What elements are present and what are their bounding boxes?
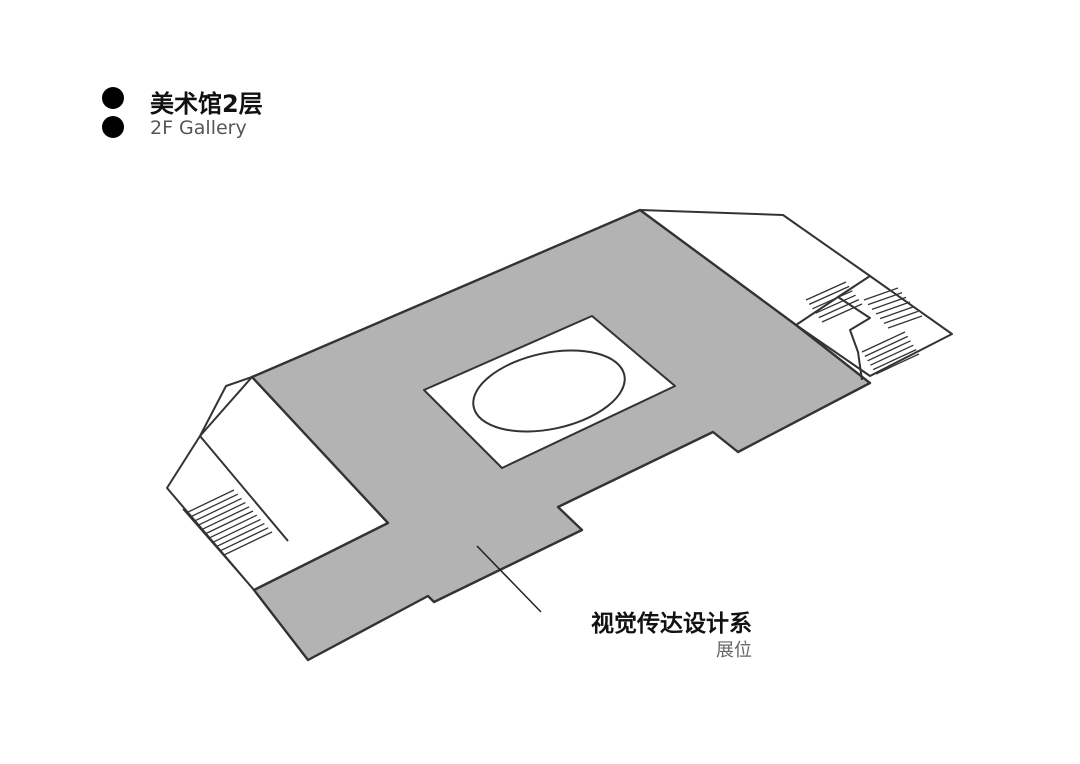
stair-tread — [861, 331, 906, 353]
zone-callout-line — [476, 545, 542, 613]
west-wing-wall-2 — [182, 508, 255, 591]
stair-tread — [872, 349, 917, 371]
stair-tread — [808, 285, 850, 305]
stair-tread — [204, 510, 254, 535]
stair-tread — [208, 514, 258, 539]
legend-dot-icon-secondary — [102, 116, 124, 138]
stair-tread — [223, 531, 273, 556]
stair-tread — [867, 340, 911, 362]
stair-tread — [212, 518, 261, 543]
stair-tread — [216, 523, 265, 548]
stair-tread — [185, 489, 235, 514]
west-staircase — [185, 489, 273, 556]
stair-tread — [875, 353, 920, 375]
stair-tread — [864, 335, 909, 357]
stair-tread — [815, 294, 856, 314]
stair-tread — [189, 493, 239, 518]
stair-tread — [863, 287, 899, 301]
floor-subtitle: 2F Gallery — [150, 117, 247, 139]
west-wing-divider — [199, 376, 253, 437]
zone-name-label[interactable]: 视觉传达设计系 — [591, 611, 752, 637]
stair-tread — [867, 292, 903, 306]
east-staircase-upper — [805, 281, 923, 329]
east-wing-inner-wall — [837, 275, 871, 298]
stair-tread — [879, 306, 915, 320]
stair-tread — [818, 299, 860, 319]
stair-tread — [812, 290, 853, 310]
stair-tread — [805, 281, 847, 301]
atrium-oval — [472, 349, 626, 433]
stair-tread — [871, 296, 907, 310]
legend-dot-icon — [102, 87, 124, 109]
zone-sublabel: 展位 — [716, 640, 752, 661]
central-atrium — [423, 315, 676, 469]
floor-title: 美术馆2层 — [150, 90, 263, 118]
stair-tread — [193, 497, 242, 522]
stair-tread — [875, 301, 911, 315]
west-wing-wall — [199, 435, 289, 542]
stair-tread — [883, 310, 919, 324]
stair-tread — [200, 506, 250, 531]
stair-tread — [197, 502, 246, 527]
east-staircase-lower — [861, 331, 920, 375]
stair-tread — [870, 344, 914, 366]
stair-tread — [821, 303, 863, 323]
stair-tread — [219, 527, 269, 552]
stair-tread — [887, 315, 923, 329]
east-stair-enclosure — [795, 296, 871, 381]
